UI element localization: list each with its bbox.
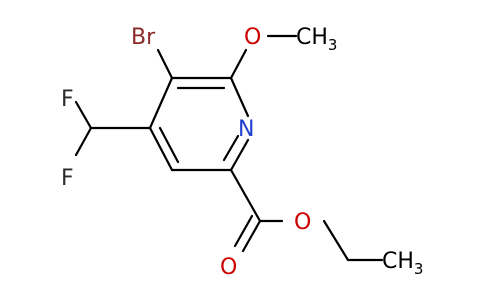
atom-o-methoxy: O xyxy=(244,25,261,50)
ch3-bottom-subscript: 3 xyxy=(414,260,424,278)
bond-chf2-f-top xyxy=(74,100,93,130)
atom-o-carbonyl: O xyxy=(220,255,237,280)
atom-br: Br xyxy=(131,25,156,50)
bond-chf2-f-bottom xyxy=(74,126,93,157)
bond-n-c2 xyxy=(229,76,250,118)
bond-c3-c4 xyxy=(148,76,174,130)
bond-c3-br xyxy=(156,48,174,80)
bonds xyxy=(74,34,384,262)
atom-o-ester: O xyxy=(294,210,311,235)
atom-f-top: F xyxy=(61,87,74,112)
bond-carbonyl-o-1 xyxy=(241,219,262,253)
bond-c6-n xyxy=(229,138,250,172)
atom-f-bottom: F xyxy=(61,166,74,191)
bond-oester-ch2 xyxy=(322,219,350,262)
ch3-bottom-c: CH xyxy=(382,249,414,274)
ch3-top-c: CH xyxy=(296,25,328,50)
atom-ch3-top: CH3 xyxy=(296,25,337,54)
atom-ch3-bottom: CH3 xyxy=(382,249,423,278)
bond-c4-c5 xyxy=(148,126,174,172)
bond-c2-o xyxy=(229,48,248,80)
bond-carbonyl-o-2 xyxy=(233,214,254,248)
bond-c6-ccarbonyl xyxy=(229,168,262,223)
ch3-top-subscript: 3 xyxy=(328,36,338,54)
double-bond-c4-c5 xyxy=(158,126,180,164)
double-bond-c6-n xyxy=(222,134,240,162)
atom-n: N xyxy=(238,117,254,142)
atom-labels: Br O CH3 N F F O O CH3 xyxy=(61,25,423,280)
